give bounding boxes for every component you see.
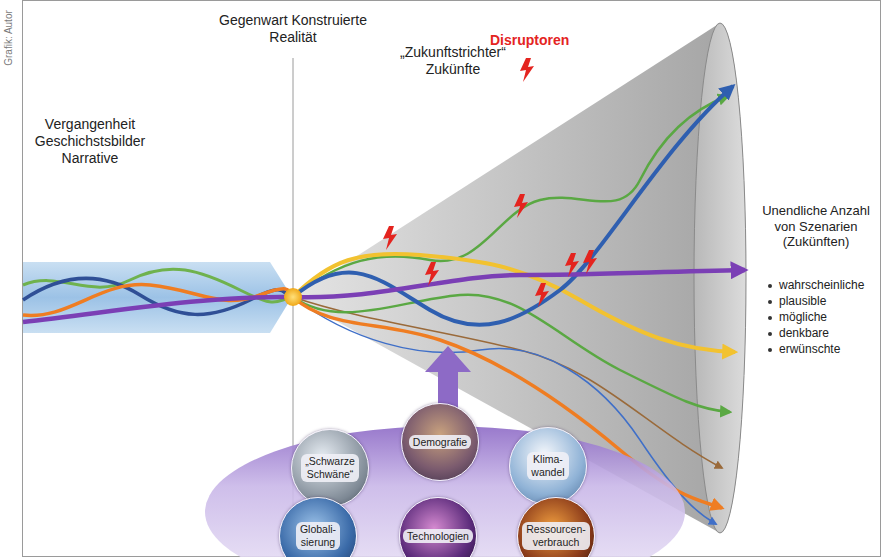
- bullet-dot: [768, 348, 772, 352]
- scenario-type-box: wahrscheinliche: [768, 278, 878, 292]
- past-heading: Vergangenheit Geschichstsbilder Narrativ…: [35, 116, 146, 166]
- scenario-type: plausible: [779, 294, 826, 308]
- credit-note: Grafik: Autor: [3, 10, 14, 66]
- driver-label: Technologien: [403, 529, 473, 544]
- present-heading-box: Gegenwart Konstruierte Realität: [213, 12, 373, 46]
- funnel-heading: „Zukunftstrichter“ Zukünfte: [400, 44, 506, 77]
- scenario-type: denkbare: [779, 326, 829, 340]
- disruptor-label-box: Disruptoren: [490, 32, 590, 49]
- bullet-dot: [768, 284, 772, 288]
- driver-circle: Demografie: [401, 403, 479, 481]
- driver-label: Klima- wandel: [527, 452, 568, 479]
- disruptor-label: Disruptoren: [490, 32, 569, 48]
- bullet-dot: [768, 300, 772, 304]
- driver-label: „Schwarze Schwäne“: [301, 454, 359, 481]
- funnel-heading-box: „Zukunftstrichter“ Zukünfte: [378, 44, 528, 78]
- scenario-type: wahrscheinliche: [779, 278, 864, 292]
- scenario-type: mögliche: [779, 310, 827, 324]
- scenario-type-box: denkbare: [768, 326, 878, 340]
- driver-label: Demografie: [409, 435, 471, 450]
- bullet-dot: [768, 332, 772, 336]
- scenario-heading-box: Unendliche Anzahl von Szenarien (Zukünft…: [754, 203, 878, 250]
- driver-circle: Klima- wandel: [509, 427, 587, 505]
- scenario-heading: Unendliche Anzahl von Szenarien (Zukünft…: [762, 203, 870, 249]
- driver-circle: „Schwarze Schwäne“: [291, 429, 369, 507]
- scenario-type-box: mögliche: [768, 310, 878, 324]
- driver-label: Ressourcen- verbrauch: [522, 522, 590, 549]
- bullet-dot: [768, 316, 772, 320]
- scenario-type-box: plausible: [768, 294, 878, 308]
- past-heading-box: Vergangenheit Geschichstsbilder Narrativ…: [25, 116, 155, 166]
- credit-note-box: Grafik: Autor: [3, 10, 15, 66]
- scenario-type: erwünschte: [779, 342, 840, 356]
- scenario-type-box: erwünschte: [768, 342, 878, 356]
- driver-label: Globali- sierung: [296, 522, 340, 549]
- present-heading: Gegenwart Konstruierte Realität: [219, 12, 367, 45]
